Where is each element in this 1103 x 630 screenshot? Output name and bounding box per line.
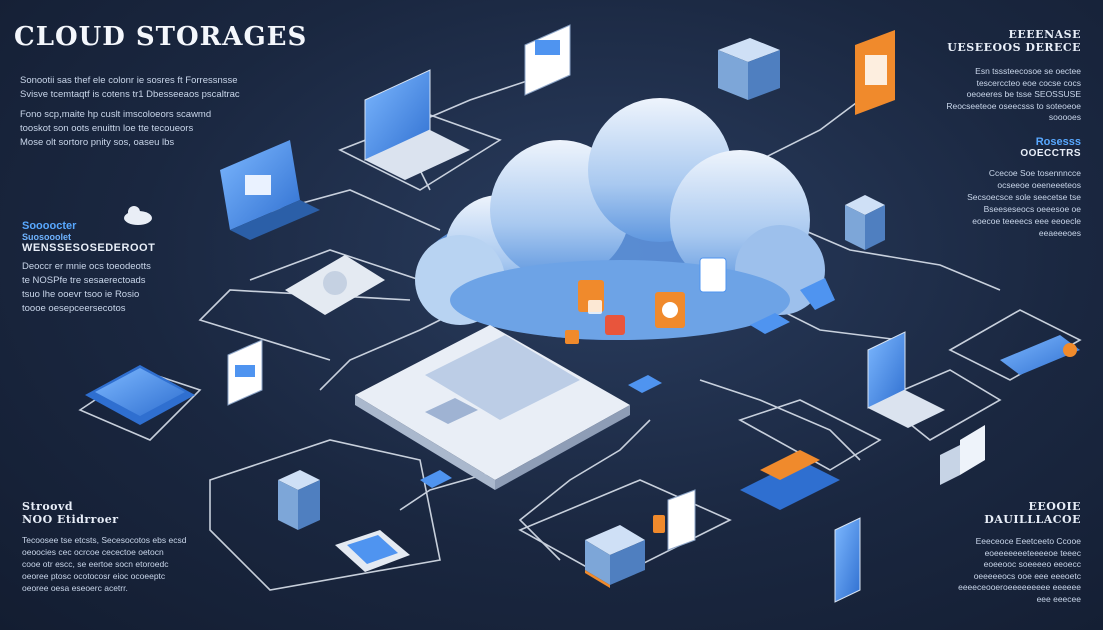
- mid-right-heading-2: OOECCTRS: [1020, 148, 1081, 159]
- mid-right-line: eoecoe teeeecs eee eeoecle: [972, 216, 1081, 226]
- mid-right-info-block: Rosesss OOECCTRS Ccecoe Soe tosennncce o…: [967, 136, 1081, 239]
- bottom-right-line: oeeeeeocs ooe eee eeeoetc: [973, 570, 1081, 581]
- network-lines: [78, 69, 1082, 591]
- intro-line: Sonootii sas thef ele colonr ie sosres f…: [20, 75, 238, 86]
- bottom-left-info-block: Stroovd NOO Etidrroer Tecoosee tse etcst…: [22, 500, 186, 594]
- smartphone-icon: [834, 517, 861, 603]
- bottom-left-heading-2: NOO Etidrroer: [22, 513, 119, 526]
- top-right-line: Esn tsssteecosoe se oectee: [975, 66, 1081, 76]
- intro-paragraph: Sonootii sas thef ele colonr ie sosres f…: [20, 74, 240, 150]
- bottom-right-heading-1: EEOOIE: [1028, 500, 1081, 513]
- network-nodes: [420, 278, 835, 488]
- bottom-right-heading-2: DAUILLLACOE: [984, 513, 1081, 526]
- tablet-icon: [855, 30, 895, 115]
- top-right-line: sooooes: [1048, 112, 1081, 122]
- left-heading-sub: Suosooolet: [22, 232, 71, 242]
- laptop-icon: [740, 450, 840, 510]
- server-icon: [285, 255, 385, 315]
- tablet-icon: [335, 530, 410, 572]
- mid-right-line: Secsoecsce sole seecetse tse: [967, 192, 1081, 202]
- folder-icon: [220, 140, 320, 240]
- bottom-left-line: oeoree oesa eseoerc acetrr.: [22, 583, 128, 593]
- top-right-heading-2: UESEEOOS DERECE: [947, 41, 1081, 54]
- server-icon: [845, 195, 885, 250]
- server-icon: [718, 38, 780, 100]
- top-right-info-block: EEEENASE UESEEOOS DERECE Esn tsssteecoso…: [946, 28, 1081, 124]
- laptop-icon: [1000, 335, 1080, 375]
- page-title: CLOUD STORAGES: [14, 22, 308, 52]
- mid-right-heading-1: Rosesss: [1035, 136, 1081, 148]
- intro-line: Svisve tcemtaqtf is cotens tr1 Dbesseeao…: [20, 89, 240, 100]
- bottom-right-line: Eeeceoce Eeetceeto Ccooe: [975, 536, 1081, 546]
- left-heading-blue: Soooocter: [22, 220, 77, 232]
- left-line: tsuo lhe ooevr tsoo ie Rosio: [22, 289, 140, 300]
- document-icon: [524, 24, 571, 96]
- document-icon: [565, 257, 727, 344]
- intro-line: Mose olt sortoro pnity sos, oaseu lbs: [20, 137, 175, 148]
- mid-right-line: Ccecoe Soe tosennncce: [988, 168, 1081, 178]
- bottom-left-line: cooe otr escc, se eertoe socn etoroedc: [22, 559, 169, 569]
- bottom-right-info-block: EEOOIE DAUILLLACOE Eeeceoce Eeetceeto Cc…: [958, 500, 1081, 605]
- mid-right-line: Bseeseseocs oeeesoe oe: [983, 204, 1081, 214]
- intro-line: Fono scp,maite hp cuslt imscoloeors scaw…: [20, 109, 212, 120]
- cloud-icon: [124, 206, 152, 225]
- left-heading-white: WENSSESOSEDEROOT: [22, 242, 156, 254]
- bottom-right-line: eoeeooc soeeeeo eeoecc: [983, 559, 1081, 569]
- bottom-left-heading-1: Stroovd: [22, 500, 74, 513]
- tablet-icon: [85, 365, 195, 425]
- bottom-right-line: eee eeecee: [1036, 593, 1081, 604]
- left-line: toooe oesepceersecotos: [22, 303, 126, 314]
- top-right-heading-1: EEEENASE: [1008, 28, 1081, 41]
- bottom-right-line: eeeeceooeroeeeeeeeee eeeeee: [958, 582, 1081, 592]
- mid-right-line: ocseeoe oeeneeeteos: [997, 180, 1081, 190]
- server-icon: [585, 525, 645, 588]
- cloud-icon: [415, 98, 825, 340]
- bottom-left-line: Tecoosee tse etcsts, Secesocotos ebs ecs…: [22, 535, 187, 545]
- document-icon: [653, 489, 696, 551]
- left-line: Deoccr er mnie ocs toeodeotts: [22, 261, 151, 272]
- left-line: te NOSPfe tre sesaerectoads: [22, 275, 146, 286]
- monitor-icon: [867, 331, 945, 428]
- bottom-left-line: oeoree ptosc ocotocosr eioc ocoeeptc: [22, 571, 166, 581]
- server-icon: [278, 470, 320, 530]
- laptop-icon: [355, 325, 630, 490]
- top-right-line: Reocseeteoe oseecsss to soteoeoe: [946, 100, 1081, 111]
- laptop-icon: [364, 69, 470, 180]
- top-right-line: tescerccteo eoe cocse cocs: [976, 77, 1081, 88]
- top-right-line: oeoeeres be tsse SEOSSUSE: [966, 89, 1081, 99]
- left-info-block: Soooocter Suosooolet WENSSESOSEDEROOT De…: [22, 220, 155, 316]
- bottom-right-line: eoeeeeeeeteeeeoe teeec: [984, 547, 1081, 558]
- tablet-icon: [940, 425, 985, 485]
- mid-right-line: eeaeeeoes: [1038, 228, 1081, 238]
- document-icon: [227, 339, 263, 406]
- bottom-left-line: oeoocies cec ocrcoe cecectoe oetocn: [22, 547, 164, 557]
- intro-line: tooskot son oots enuittn loe tte tecoueo…: [20, 123, 194, 134]
